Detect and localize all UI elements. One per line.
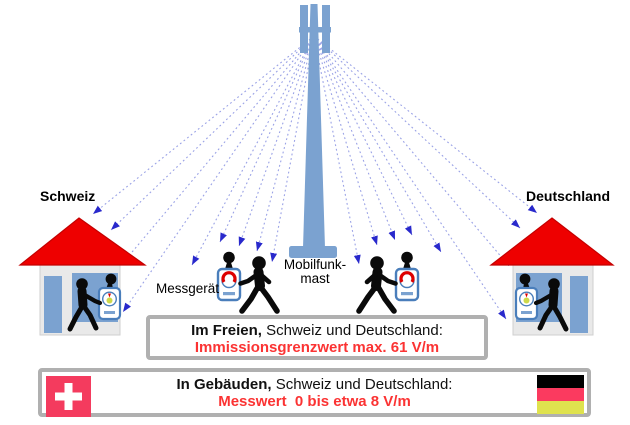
- radiation-ray: [313, 35, 521, 229]
- label-schweiz: Schweiz: [40, 188, 96, 204]
- radiation-ray: [313, 35, 507, 320]
- mast-base: [289, 246, 337, 258]
- radiation-ray: [191, 35, 315, 266]
- house-deutschland: [489, 217, 615, 336]
- radiation-ray: [313, 35, 510, 267]
- radiation-ray: [255, 35, 315, 252]
- house-schweiz: [18, 217, 147, 336]
- indoor-measurement-heading-rest: Schweiz und Deutschland:: [271, 376, 453, 393]
- radiation-ray: [122, 35, 315, 313]
- outdoor-limit-heading: Im Freien, Schweiz und Deutschland:: [150, 322, 484, 339]
- outdoor-limit-heading-bold: Im Freien,: [191, 322, 262, 339]
- label-deutschland: Deutschland: [526, 188, 611, 204]
- radiation-ray: [121, 35, 315, 265]
- radiation-ray: [313, 35, 361, 265]
- house-roof-right: [489, 217, 615, 266]
- swiss-cross-horizontal: [55, 392, 82, 401]
- house-door-right: [570, 276, 588, 333]
- german-flag-black-stripe: [537, 375, 584, 388]
- swiss-flag-icon: [46, 376, 91, 417]
- outdoor-limit-box: Im Freien, Schweiz und Deutschland: Immi…: [146, 315, 488, 360]
- house-door-left: [44, 276, 62, 333]
- german-flag-gold-stripe: [537, 401, 584, 414]
- radiation-ray: [313, 35, 413, 236]
- radiation-ray: [270, 35, 315, 263]
- house-roof-left: [18, 217, 147, 266]
- indoor-measurement-heading-bold: In Gebäuden,: [176, 376, 272, 393]
- label-messgeraet: Messgerät: [156, 281, 220, 296]
- radiation-ray: [313, 35, 442, 253]
- label-mobilfunkmast-line1: Mobilfunk-: [283, 257, 347, 272]
- outdoor-limit-value: Immissionsgrenzwert max. 61 V/m: [194, 339, 440, 356]
- antenna-crossbar: [299, 27, 331, 33]
- radiation-ray: [313, 35, 396, 241]
- indoor-measurement-box: In Gebäuden, Schweiz und Deutschland: Me…: [38, 368, 591, 417]
- mobilfunkmast: [289, 4, 337, 258]
- label-mobilfunkmast: Mobilfunk- mast: [280, 258, 350, 286]
- radiation-ray: [92, 35, 315, 215]
- outdoor-person-right: [359, 252, 418, 311]
- label-mobilfunkmast-line2: mast: [300, 271, 330, 286]
- radiation-ray: [238, 35, 315, 247]
- indoor-measurement-value: Messwert 0 bis etwa 8 V/m: [218, 393, 411, 410]
- outdoor-person-left: [218, 252, 277, 311]
- indoor-measurement-heading: In Gebäuden, Schweiz und Deutschland:: [42, 376, 587, 393]
- radiation-ray: [313, 35, 538, 214]
- mast-pole: [303, 4, 325, 248]
- radiation-ray: [110, 35, 315, 231]
- radiation-ray: [219, 35, 315, 243]
- radiation-rays: [92, 35, 538, 320]
- outdoor-limit-heading-rest: Schweiz und Deutschland:: [261, 322, 443, 339]
- german-flag-icon: [537, 375, 584, 414]
- german-flag-red-stripe: [537, 388, 584, 401]
